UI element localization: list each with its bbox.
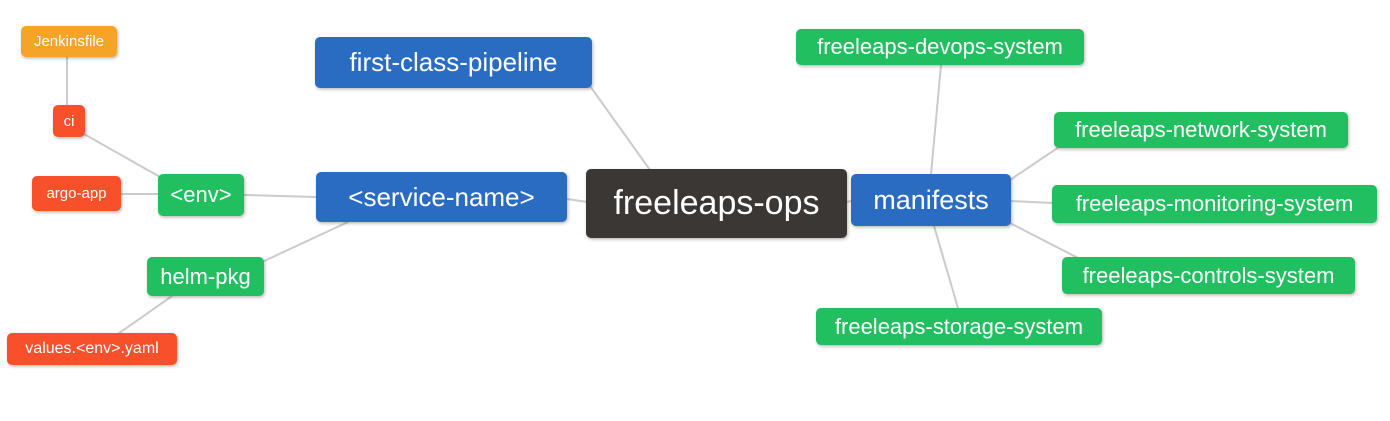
mindmap-node-first-class-pipeline[interactable]: first-class-pipeline (315, 37, 592, 88)
edge-first-class-pipeline-to-freeleaps-ops (589, 85, 651, 171)
edge-manifests-to-freeleaps-network-system (1009, 144, 1063, 181)
mindmap-node-helm-pkg[interactable]: helm-pkg (147, 257, 264, 296)
mindmap-node-env[interactable]: <env> (158, 174, 244, 216)
mindmap-node-freeleaps-network-system[interactable]: freeleaps-network-system (1054, 112, 1348, 148)
mindmap-node-service-name[interactable]: <service-name> (316, 172, 567, 222)
mindmap-node-ci[interactable]: ci (53, 105, 85, 137)
edge-freeleaps-devops-system-to-manifests (930, 64, 942, 175)
mindmap-node-freeleaps-devops-system[interactable]: freeleaps-devops-system (796, 29, 1084, 65)
edge-manifests-to-freeleaps-storage-system (933, 225, 959, 309)
edge-service-name-to-freeleaps-ops (566, 198, 588, 203)
mindmap-node-freeleaps-controls-system[interactable]: freeleaps-controls-system (1062, 257, 1355, 294)
edge-helm-pkg-to-values-env-yaml (117, 295, 173, 335)
edge-ci-to-env (83, 133, 161, 178)
edge-manifests-to-freeleaps-monitoring-system (1009, 200, 1054, 204)
edge-manifests-to-freeleaps-controls-system (1009, 222, 1079, 259)
mindmap-node-freeleaps-ops[interactable]: freeleaps-ops (586, 169, 847, 238)
mindmap-node-values-env-yaml[interactable]: values.<env>.yaml (7, 333, 177, 365)
mindmap-node-argo-app[interactable]: argo-app (32, 176, 121, 211)
mindmap-node-jenkinsfile[interactable]: Jenkinsfile (21, 26, 117, 57)
mindmap-node-freeleaps-monitoring-system[interactable]: freeleaps-monitoring-system (1052, 185, 1377, 223)
edge-env-to-service-name (243, 194, 317, 198)
mindmap-node-manifests[interactable]: manifests (851, 174, 1011, 226)
edge-helm-pkg-to-service-name (261, 221, 349, 263)
mindmap-node-freeleaps-storage-system[interactable]: freeleaps-storage-system (816, 308, 1102, 345)
